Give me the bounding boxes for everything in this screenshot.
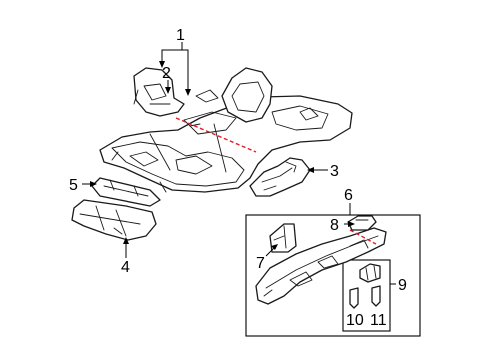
section-cut-line-floor — [175, 117, 257, 153]
callout-7: 7 — [256, 255, 265, 272]
detail-frame-part-6 — [245, 214, 421, 337]
callout-6: 6 — [344, 187, 353, 204]
bracket-part-3 — [249, 157, 311, 197]
crossmember-part-4 — [71, 199, 157, 241]
leader-arrow-8 — [348, 221, 355, 227]
callout-10: 10 — [346, 312, 364, 329]
leader-arrow-2 — [165, 87, 171, 94]
leader-line-1 — [161, 42, 183, 66]
leader-arrow-1 — [159, 61, 165, 68]
crossmember-part-5 — [91, 177, 161, 207]
bracket-part-2 — [133, 67, 185, 117]
section-cut-line-rail — [349, 229, 377, 245]
plate-part-8 — [347, 215, 377, 231]
callout-4: 4 — [121, 259, 130, 276]
detail-frame-parts-10-11 — [342, 259, 391, 332]
strap-part-10 — [349, 287, 359, 309]
callout-labels: 1 2 3 4 5 6 7 8 9 10 11 — [69, 27, 407, 329]
leader-arrow-4 — [123, 237, 129, 244]
leader-arrow-7 — [271, 244, 278, 250]
callout-9: 9 — [398, 277, 407, 294]
callout-1: 1 — [176, 27, 185, 44]
strap-part-11 — [371, 285, 381, 307]
callout-5: 5 — [69, 177, 78, 194]
leader-line-1b — [182, 49, 189, 94]
clip-part-9 — [359, 263, 381, 283]
leader-arrow-3 — [307, 167, 314, 173]
callout-3: 3 — [330, 163, 339, 180]
leader-arrow-5 — [90, 181, 97, 187]
callout-11: 11 — [370, 312, 387, 329]
callout-2: 2 — [162, 65, 171, 82]
floor-pan-assembly — [99, 67, 353, 193]
rail-part-6 — [255, 227, 387, 305]
leader-arrow-1b — [185, 89, 191, 96]
callout-8: 8 — [330, 217, 339, 234]
leader-lines — [82, 42, 396, 285]
